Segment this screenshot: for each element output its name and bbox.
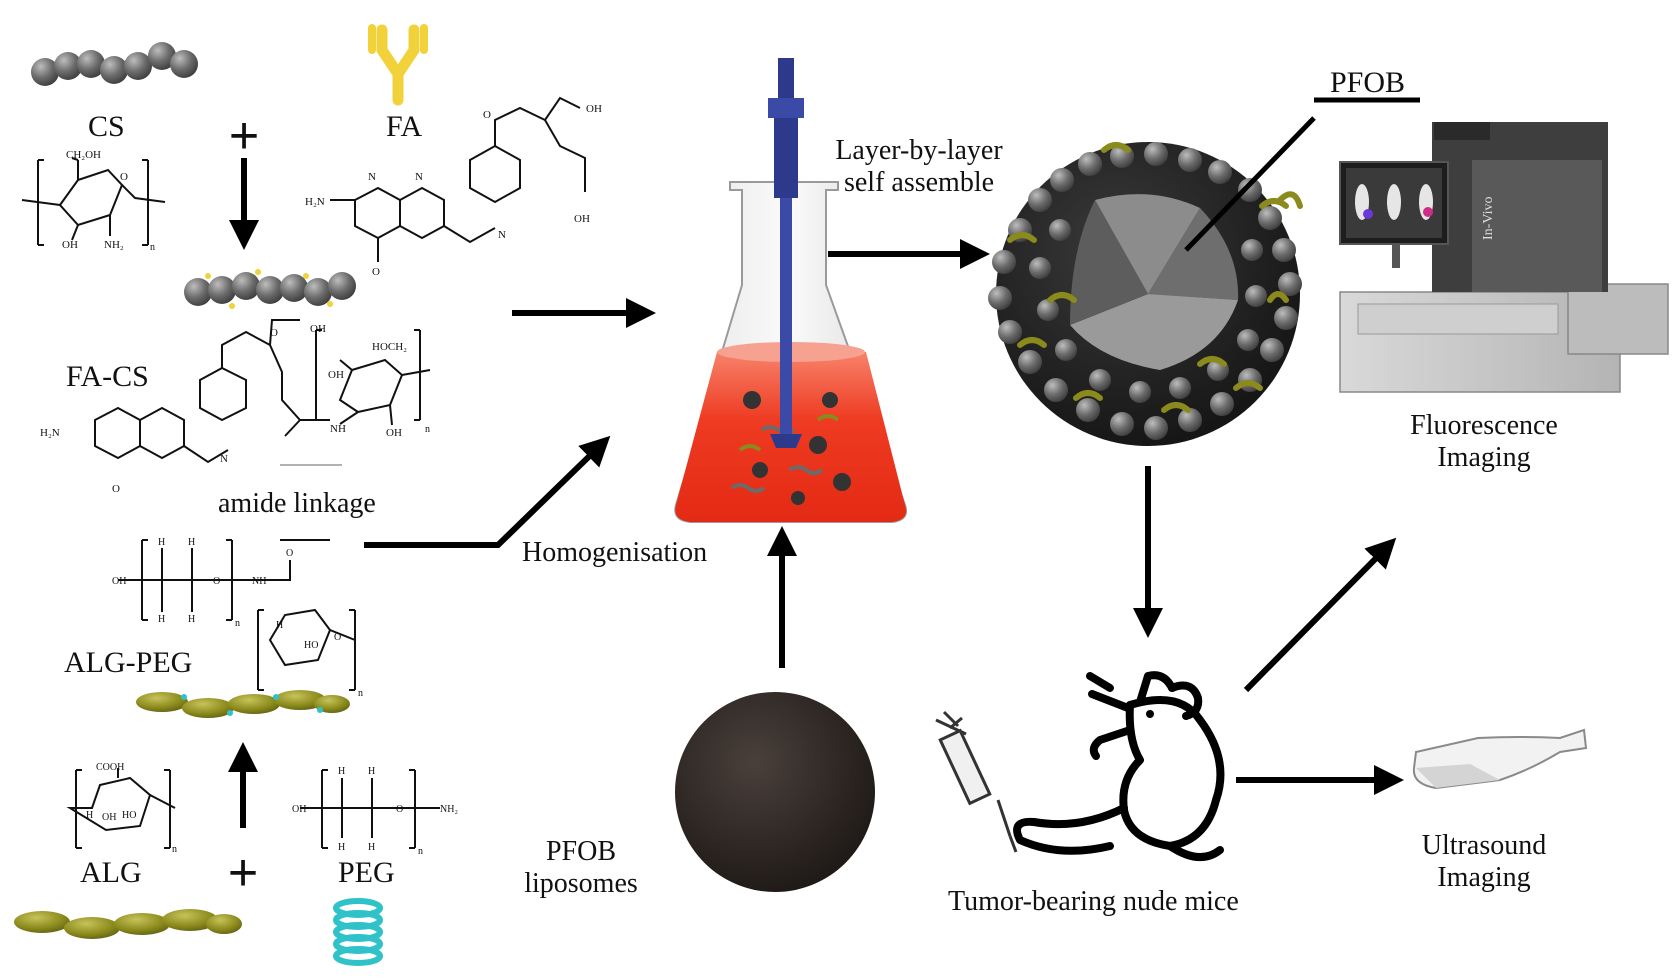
ultrasound-probe-icon [1412, 728, 1588, 790]
svg-text:n: n [418, 846, 423, 857]
svg-text:OH: OH [574, 213, 590, 225]
label-layer-by-layer: Layer-by-layer self assemble [812, 135, 1026, 199]
alg-peg-structure-icon: OH H H H H O NH O H HO O n n [112, 537, 363, 699]
svg-text:HO: HO [304, 640, 318, 651]
label-pfob-liposomes: PFOB liposomes [496, 836, 666, 900]
label-amide-linkage: amide linkage [218, 488, 376, 519]
svg-text:H: H [338, 766, 345, 777]
label-ultrasound-imaging: Ultrasound Imaging [1382, 830, 1586, 894]
peg-structure-icon: OH H H H H O NH₂ n [292, 766, 458, 857]
svg-text:NH₂: NH₂ [440, 804, 458, 815]
svg-text:O: O [213, 576, 220, 587]
arrow-mouse-to-fluorescence [1243, 537, 1397, 693]
label-tumor-bearing-mice: Tumor-bearing nude mice [948, 886, 1239, 917]
svg-text:H: H [86, 810, 93, 821]
svg-text:OH: OH [62, 239, 78, 251]
label-ultrasound-line2: Imaging [1437, 862, 1531, 894]
pfob-pointer-line [1184, 116, 1316, 252]
cs-structure-icon: CH₂OH OH NH₂ O n [21, 149, 166, 253]
svg-text:H: H [158, 537, 165, 548]
cs-bead-chain-icon [31, 42, 198, 86]
label-alg-peg: ALG-PEG [64, 646, 193, 679]
svg-text:O: O [270, 327, 278, 339]
label-pfob-core: PFOB [1330, 66, 1406, 99]
svg-text:HOCH₂: HOCH₂ [372, 341, 407, 353]
svg-text:OH: OH [292, 804, 306, 815]
svg-text:H: H [368, 766, 375, 777]
svg-text:HO: HO [122, 810, 136, 821]
label-layer-by-layer-line2: self assemble [843, 167, 995, 199]
label-cs: CS [88, 110, 125, 143]
svg-text:NH₂: NH₂ [104, 239, 124, 251]
arrow-alg-peg-to-flask [364, 435, 611, 548]
svg-text:OH: OH [586, 103, 602, 115]
svg-text:NH: NH [252, 576, 266, 587]
svg-text:H: H [338, 842, 345, 853]
label-peg: PEG [338, 856, 395, 889]
label-homogenisation: Homogenisation [522, 537, 708, 568]
svg-text:O: O [286, 548, 293, 559]
plus-sign-top: + [229, 107, 259, 165]
fa-cs-bead-chain-icon [184, 269, 356, 309]
svg-text:H: H [188, 537, 195, 548]
mouse-eye-icon [1146, 710, 1154, 718]
svg-text:OH: OH [386, 427, 402, 439]
alg-structure-icon: COOH H OH HO n [66, 762, 177, 855]
label-ultrasound-line1: Ultrasound [1421, 830, 1547, 861]
fa-structure-icon: H₂N N N N OH OH O O [305, 96, 602, 278]
plus-sign-bottom: + [228, 844, 258, 902]
svg-text:N: N [220, 453, 228, 465]
syringe-icon [935, 710, 1018, 853]
homogeniser-probe-icon [768, 58, 804, 448]
label-fluorescence-imaging: Fluorescence Imaging [1382, 410, 1586, 474]
svg-text:H: H [158, 614, 165, 625]
svg-text:O: O [112, 483, 120, 495]
svg-text:H₂N: H₂N [305, 196, 325, 208]
svg-text:OH: OH [102, 812, 116, 823]
svg-text:N: N [368, 171, 376, 183]
svg-text:O: O [483, 109, 491, 121]
label-fluorescence-line1: Fluorescence [1410, 410, 1558, 441]
label-layer-by-layer-line1: Layer-by-layer [835, 135, 1003, 166]
svg-text:CH₂OH: CH₂OH [66, 149, 101, 161]
svg-text:OH: OH [112, 576, 126, 587]
label-fa: FA [386, 110, 423, 143]
svg-text:O: O [372, 266, 380, 278]
svg-text:n: n [235, 618, 240, 629]
svg-text:n: n [358, 688, 363, 699]
label-pfob-liposomes-line1: PFOB [545, 836, 617, 867]
mouse-icon [1013, 671, 1225, 861]
alg-peg-chain-icon [136, 690, 350, 718]
svg-text:OH: OH [328, 369, 344, 381]
label-pfob-liposomes-line2: liposomes [524, 868, 638, 900]
imaging-instrument-icon: In-Vivo [1339, 122, 1669, 393]
fa-antibody-icon [368, 24, 428, 106]
pfob-liposome-sphere-icon [675, 692, 875, 892]
svg-text:OH: OH [310, 323, 326, 335]
svg-text:O: O [120, 171, 128, 183]
svg-text:O: O [334, 632, 341, 643]
svg-text:NH: NH [330, 423, 346, 435]
peg-spring-icon [333, 898, 383, 966]
instrument-brand-label: In-Vivo [1481, 197, 1496, 240]
svg-text:N: N [415, 171, 423, 183]
svg-text:H: H [368, 842, 375, 853]
svg-text:H: H [188, 614, 195, 625]
svg-text:O: O [396, 804, 403, 815]
svg-text:COOH: COOH [96, 762, 124, 773]
alg-chain-icon [14, 909, 242, 939]
label-fa-cs: FA-CS [66, 360, 149, 393]
label-fluorescence-line2: Imaging [1437, 442, 1531, 474]
svg-text:H₂N: H₂N [40, 427, 60, 439]
svg-text:n: n [150, 242, 155, 253]
svg-text:H: H [276, 620, 283, 631]
label-alg: ALG [80, 856, 142, 889]
svg-text:n: n [425, 424, 430, 435]
svg-text:n: n [172, 844, 177, 855]
fa-cs-structure-icon: H₂N N O OH HOCH₂ OH OH NH O n [40, 319, 431, 495]
svg-text:N: N [498, 229, 506, 241]
layered-nanoparticle-icon [988, 142, 1303, 446]
